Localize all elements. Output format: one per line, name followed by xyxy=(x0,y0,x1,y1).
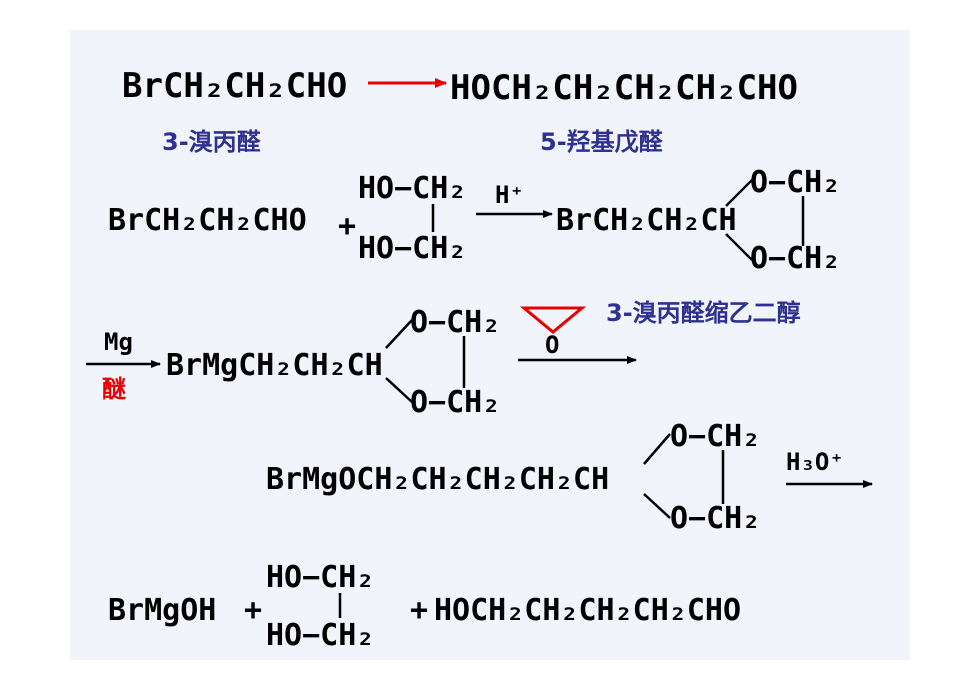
row2-ring-bottom: O−CH₂ xyxy=(750,241,840,276)
row4-reagent: H₃O⁺ xyxy=(786,448,844,476)
row5-product3: HOCH₂CH₂CH₂CH₂CHO xyxy=(434,593,741,628)
row2-reactant: BrCH₂CH₂CHO xyxy=(108,203,307,238)
epoxide-ring xyxy=(519,306,587,334)
row2-catalyst: H⁺ xyxy=(495,181,524,209)
row3-product-prefix: BrMgCH₂CH₂CH xyxy=(166,348,383,383)
row5-plus2: + xyxy=(410,593,428,628)
row1-reactant-name: 3-溴丙醛 xyxy=(162,128,262,156)
row5-diol-bottom: HO−CH₂ xyxy=(266,618,374,653)
slide-background xyxy=(70,30,910,660)
row3-ring-top: O−CH₂ xyxy=(410,305,500,340)
row3-reagent-mg: Mg xyxy=(104,328,133,356)
row4-product-prefix: BrMgOCH₂CH₂CH₂CH₂CH xyxy=(266,462,609,497)
row1-product-name: 5-羟基戊醛 xyxy=(540,128,664,156)
row3-ring-bottom: O−CH₂ xyxy=(410,385,500,420)
row2-ring-bond-upper xyxy=(725,179,753,207)
row1-reactant: BrCH₂CH₂CHO xyxy=(122,66,347,106)
row2-plus: + xyxy=(338,209,356,244)
row3-ring-bond-lower xyxy=(385,377,413,403)
row2-diol-bottom: HO−CH₂ xyxy=(358,231,466,266)
row4-ring-bond-upper xyxy=(643,433,671,465)
row4-ring-bond-lower xyxy=(643,493,671,519)
row2-diol-top: HO−CH₂ xyxy=(358,171,466,206)
row5-product1: BrMgOH xyxy=(108,593,216,628)
row3-ring-bond-upper xyxy=(385,319,413,349)
row2-product-prefix: BrCH₂CH₂CH xyxy=(556,203,737,238)
row3-reagent-ether: 醚 xyxy=(102,375,126,403)
row5-diol-top: HO−CH₂ xyxy=(266,560,374,595)
epoxide-oxygen: O xyxy=(545,331,559,359)
row2-product-name: 3-溴丙醛缩乙二醇 xyxy=(606,299,801,327)
row2-ring-bond-lower xyxy=(725,233,753,261)
row4-ring-top: O−CH₂ xyxy=(670,419,760,454)
row1-product: HOCH₂CH₂CH₂CH₂CHO xyxy=(450,68,798,108)
row5-plus1: + xyxy=(244,593,262,628)
row2-ring-top: O−CH₂ xyxy=(750,165,840,200)
row4-ring-bottom: O−CH₂ xyxy=(670,501,760,536)
